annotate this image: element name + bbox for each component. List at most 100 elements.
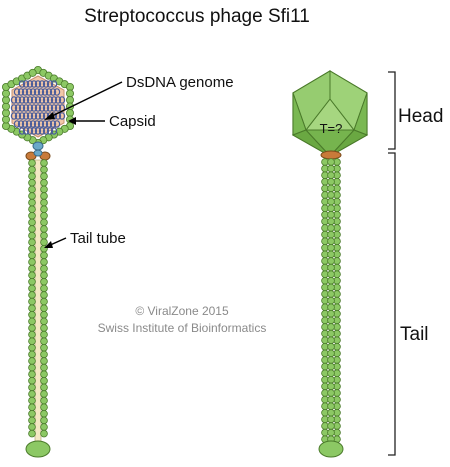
tail-bead: [28, 159, 36, 167]
tail-bead: [40, 324, 48, 332]
tail-bead: [327, 178, 335, 186]
tail-bead: [28, 416, 36, 425]
tail-bead: [28, 429, 36, 438]
tail-bead: [327, 244, 335, 252]
tail-bead: [40, 284, 48, 293]
tail-bead: [40, 310, 48, 319]
tail-bead: [327, 428, 335, 437]
tail-bead: [28, 357, 36, 365]
tail-bead: [28, 264, 36, 273]
dna-coil: [46, 104, 54, 112]
tail-bead: [28, 409, 36, 418]
dna-coil: [14, 112, 22, 120]
dna-coil: [30, 104, 38, 112]
tail-bead: [40, 330, 48, 339]
tail-bead: [40, 390, 48, 398]
tail-bead: [327, 191, 335, 199]
dna-coil: [58, 96, 66, 104]
dna-coil: [38, 80, 46, 88]
dna-coil: [26, 104, 34, 112]
dna-coil: [49, 120, 57, 128]
dna-coil: [50, 96, 58, 104]
dna-coil: [42, 80, 50, 88]
tail-bead: [28, 165, 36, 174]
tail-bead: [327, 422, 335, 430]
tail-bead: [327, 263, 335, 272]
dna-coil: [50, 127, 58, 135]
collar: [320, 150, 342, 160]
tail-tube-core: [34, 159, 42, 446]
dna-coil: [38, 104, 46, 112]
dna-coil: [18, 127, 26, 135]
diagram-title: Streptococcus phage Sfi11: [84, 6, 310, 27]
tail-bead: [40, 251, 48, 260]
tail-label: Tail: [400, 324, 429, 345]
dna-coil: [33, 120, 41, 128]
dna-coil: [34, 127, 42, 135]
tail-bead: [28, 310, 36, 319]
dna-coil: [25, 88, 33, 96]
dna-coil: [26, 112, 34, 120]
tail-bead: [28, 396, 36, 405]
dna-coil: [18, 104, 26, 112]
tail-bead: [40, 357, 48, 365]
tail-bead: [327, 336, 335, 345]
tail-bead: [327, 197, 335, 206]
tail-bead: [40, 317, 48, 326]
tail-bead: [28, 212, 36, 220]
tail-bead: [40, 416, 48, 425]
tail-bead: [28, 198, 36, 207]
dna-coil: [13, 120, 21, 128]
dna-coil: [34, 96, 42, 104]
credit-line-1: © ViralZone 2015: [135, 304, 229, 318]
tail-tube-pointer-arrow: [44, 237, 67, 248]
tail-bead: [28, 271, 36, 280]
dna-coil: [30, 127, 38, 135]
tail-bead: [28, 291, 36, 299]
dna-coil: [53, 88, 61, 96]
tail-bead: [40, 218, 48, 227]
tail-bead: [40, 376, 48, 385]
dna-coil: [53, 120, 61, 128]
baseplate: [25, 440, 51, 458]
dna-coil: [10, 96, 18, 104]
tail-bead: [28, 231, 36, 240]
tail-bracket: [388, 152, 396, 456]
dna-coil: [22, 127, 30, 135]
tail-bead: [28, 205, 36, 214]
dna-coil: [34, 80, 42, 88]
tail-bead: [40, 258, 48, 266]
baseplate: [318, 440, 344, 458]
dna-coil: [26, 96, 34, 104]
cross-section-phage: DsDNA genome Capsid Tail tube: [2, 66, 234, 458]
tail-bead: [327, 211, 335, 219]
tail-bead: [327, 158, 335, 166]
tail-bead: [28, 245, 36, 253]
tail-bead: [327, 316, 335, 325]
external-view-phage: T=?: [291, 70, 369, 458]
dna-coil: [17, 88, 25, 96]
dna-coil: [37, 88, 45, 96]
tail-bead: [327, 290, 335, 298]
tail-bead: [327, 237, 335, 246]
tail-bead: [40, 159, 48, 167]
tail-bead: [327, 369, 335, 378]
tail-bead: [327, 276, 335, 285]
tail-bead: [28, 403, 36, 412]
dna-coil: [42, 104, 50, 112]
tail-bead: [327, 349, 335, 358]
tail-bead: [40, 350, 48, 359]
dna-coil: [45, 88, 53, 96]
dna-coil: [18, 112, 26, 120]
dna-coil: [29, 88, 37, 96]
tail-bead: [28, 172, 36, 181]
tail-bead: [327, 296, 335, 305]
dna-coil: [22, 104, 30, 112]
dna-coil: [38, 127, 46, 135]
portal: [32, 141, 44, 151]
tail-bead: [40, 212, 48, 220]
dna-coil: [21, 88, 29, 96]
dna-coil: [29, 120, 37, 128]
tail-bead: [28, 423, 36, 431]
